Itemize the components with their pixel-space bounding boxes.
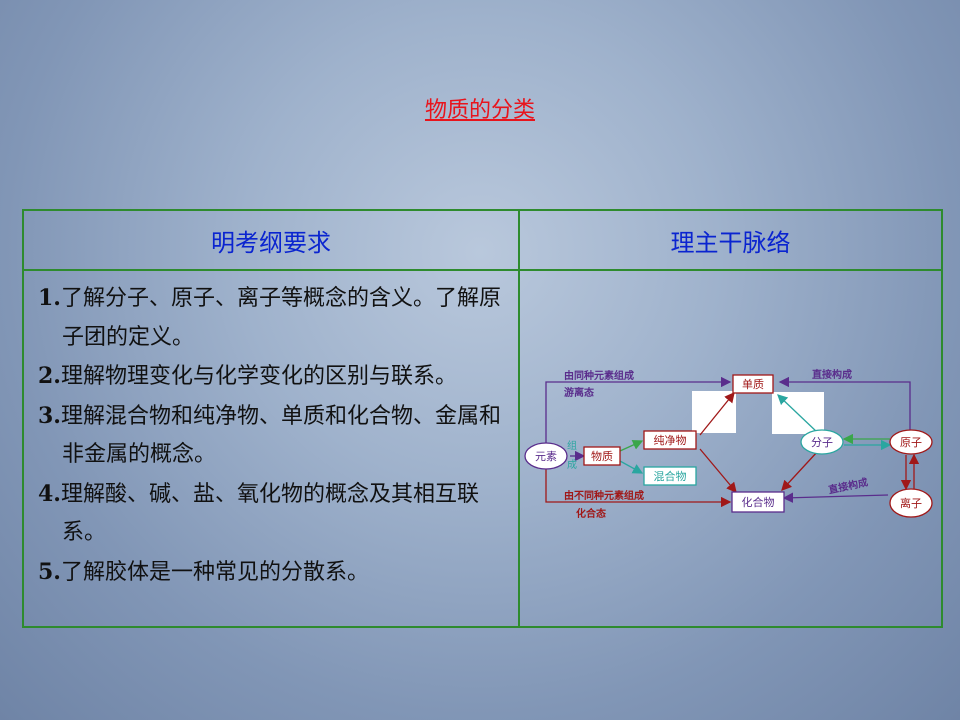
- label-free-state: 游离态: [564, 386, 594, 399]
- node-pure-label: 纯净物: [654, 433, 687, 447]
- requirement-item: 1.了解分子、原子、离子等概念的含义。了解原子团的定义。: [38, 279, 506, 357]
- requirement-text: 理解混合物和纯净物、单质和化合物、金属和非金属的概念。: [60, 403, 501, 468]
- node-simple-label: 单质: [742, 378, 764, 391]
- node-compound-label: 化合物: [742, 495, 775, 509]
- node-atom-label: 原子: [900, 436, 922, 449]
- blank-box: [692, 391, 736, 433]
- path-direct-top: [778, 376, 911, 435]
- node-ion-label: 离子: [900, 496, 922, 510]
- arrow-substance-pure: [619, 440, 644, 452]
- requirement-number: 5.: [38, 558, 61, 585]
- left-header-cell: 明考纲要求: [22, 209, 520, 271]
- page-title: 物质的分类: [424, 98, 535, 123]
- blank-box: [772, 392, 824, 434]
- arrow-pure-compound: [699, 448, 737, 493]
- node-ion: [889, 488, 933, 518]
- node-substance-label: 物质: [591, 449, 613, 463]
- label-same-elements: 由同种元素组成: [564, 369, 634, 382]
- arrow-molecule-simple: [777, 394, 819, 434]
- node-pure: [643, 430, 697, 450]
- requirement-item: 4.理解酸、碱、盐、氧化物的概念及其相互联系。: [38, 475, 506, 553]
- diagram-cell: 由同种元素组成 游离态 直接构成 由不同种元素组成 化合态 直接构成 组 成 元…: [518, 269, 943, 628]
- node-compound: [731, 491, 785, 513]
- left-header: 明考纲要求: [211, 228, 331, 257]
- requirement-number: 3.: [38, 402, 61, 429]
- requirement-text: 理解物理变化与化学变化的区别与联系。: [60, 364, 457, 389]
- arrow-molecule-compound: [781, 450, 819, 491]
- label-compose-2: 成: [567, 459, 577, 471]
- node-molecule: [800, 429, 844, 455]
- concept-diagram: 由同种元素组成 游离态 直接构成 由不同种元素组成 化合态 直接构成 组 成 元…: [524, 368, 933, 520]
- requirement-number: 2.: [38, 363, 61, 389]
- label-direct-top: 直接构成: [812, 368, 852, 381]
- requirement-number: 1.: [38, 285, 61, 311]
- node-substance: [583, 446, 621, 466]
- requirement-number: 4.: [38, 480, 61, 507]
- requirements-cell: 1.了解分子、原子、离子等概念的含义。了解原子团的定义。 2.理解物理变化与化学…: [22, 269, 520, 628]
- label-diff-elements: 由不同种元素组成: [564, 489, 644, 502]
- node-atom: [889, 429, 933, 455]
- node-element-label: 元素: [535, 450, 557, 463]
- requirements-list: 1.了解分子、原子、离子等概念的含义。了解原子团的定义。 2.理解物理变化与化学…: [24, 271, 518, 592]
- requirement-item: 5.了解胶体是一种常见的分散系。: [38, 553, 506, 593]
- node-simple: [732, 374, 774, 394]
- node-mixture: [643, 466, 697, 486]
- right-header-cell: 理主干脉络: [518, 209, 943, 271]
- node-element: [524, 442, 568, 470]
- node-mixture-label: 混合物: [654, 469, 687, 483]
- label-compose-1: 组: [567, 439, 577, 452]
- node-molecule-label: 分子: [811, 436, 833, 449]
- requirement-item: 3.理解混合物和纯净物、单质和化合物、金属和非金属的概念。: [38, 397, 506, 475]
- path-free-state: [545, 376, 732, 443]
- right-header: 理主干脉络: [670, 228, 791, 257]
- requirement-text: 了解胶体是一种常见的分散系。: [60, 559, 369, 585]
- label-direct-mid: 直接构成: [827, 475, 869, 496]
- arrow-substance-mixture: [619, 460, 644, 474]
- arrow-pure-simple: [699, 391, 735, 436]
- path-combined-state: [545, 469, 732, 508]
- content-table: 明考纲要求 理主干脉络 1.了解分子、原子、离子等概念的含义。了解原子团的定义。…: [22, 209, 943, 628]
- label-combined-state: 化合态: [576, 507, 606, 520]
- requirement-text: 了解分子、原子、离子等概念的含义。了解原子团的定义。: [60, 286, 501, 350]
- requirement-item: 2.理解物理变化与化学变化的区别与联系。: [38, 357, 506, 397]
- path-direct-mid: [782, 492, 889, 503]
- requirement-text: 理解酸、碱、盐、氧化物的概念及其相互联系。: [60, 481, 479, 546]
